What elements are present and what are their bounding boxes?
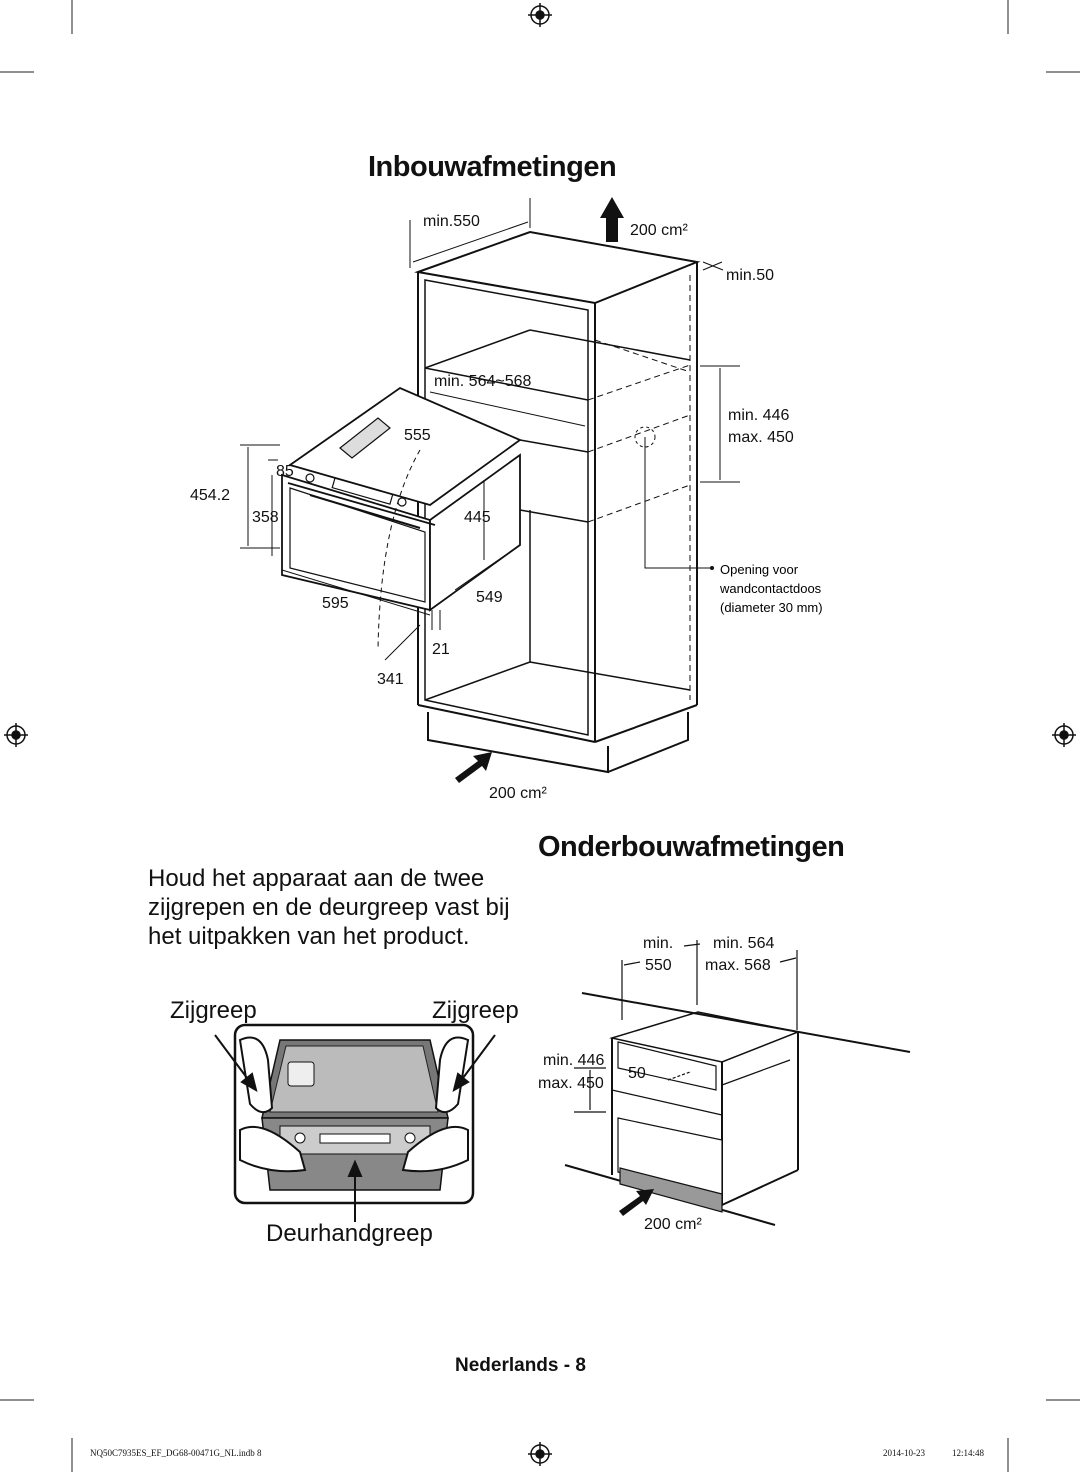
registration-mark-top: [528, 3, 552, 27]
dim-21: 21: [432, 641, 450, 658]
dim-min550: min.550: [423, 213, 480, 230]
print-file-name: NQ50C7935ES_EF_DG68-00471G_NL.indb 8: [90, 1448, 262, 1458]
dim-445: 445: [464, 509, 491, 526]
socket-note-3: (diameter 30 mm): [720, 600, 823, 615]
under-vent-label: 200 cm²: [644, 1216, 702, 1233]
under-dim-50: 50: [628, 1065, 646, 1082]
under-dim-max450: max. 450: [538, 1075, 604, 1092]
section-title-under-counter: Onderbouwafmetingen: [538, 831, 845, 863]
dim-85: 85: [276, 463, 294, 480]
print-date: 2014-10-23: [883, 1448, 925, 1458]
under-dim-min446: min. 446: [543, 1052, 604, 1069]
under-dim-550: 550: [645, 957, 672, 974]
dim-454: 454.2: [190, 487, 230, 504]
vent-up-arrow-icon: [600, 197, 624, 242]
dim-min446: min. 446: [728, 407, 789, 424]
dim-358: 358: [252, 509, 279, 526]
under-dim-max568: max. 568: [705, 957, 771, 974]
vent-top-label: 200 cm²: [630, 222, 688, 239]
socket-note-2: wandcontactdoos: [719, 581, 822, 596]
page-footer: Nederlands - 8: [455, 1355, 586, 1376]
side-grip-right-label: Zijgreep: [432, 997, 519, 1024]
dim-opening-range: min. 564~568: [434, 373, 532, 390]
under-min-label: min.: [643, 935, 673, 952]
dim-595: 595: [322, 595, 349, 612]
dim-555: 555: [404, 427, 431, 444]
registration-mark-right: [1052, 723, 1076, 747]
vent-bottom-arrow-icon: [455, 752, 492, 783]
registration-mark-left: [4, 723, 28, 747]
registration-mark-bottom: [528, 1442, 552, 1466]
print-time: 12:14:48: [952, 1448, 985, 1458]
vent-bottom-label: 200 cm²: [489, 785, 547, 802]
door-handle-label: Deurhandgreep: [266, 1220, 433, 1247]
unpacking-instruction: Houd het apparaat aan de twee zijgrepen …: [148, 865, 510, 950]
dim-549: 549: [476, 589, 503, 606]
under-dim-min564: min. 564: [713, 935, 774, 952]
socket-note-1: Opening voor: [720, 562, 799, 577]
dim-min50: min.50: [726, 267, 774, 284]
dim-max450: max. 450: [728, 429, 794, 446]
dim-341: 341: [377, 671, 404, 688]
side-grip-left-label: Zijgreep: [170, 997, 257, 1024]
under-vent-arrow-icon: [619, 1189, 654, 1216]
page-title-built-in: Inbouwafmetingen: [368, 151, 617, 183]
